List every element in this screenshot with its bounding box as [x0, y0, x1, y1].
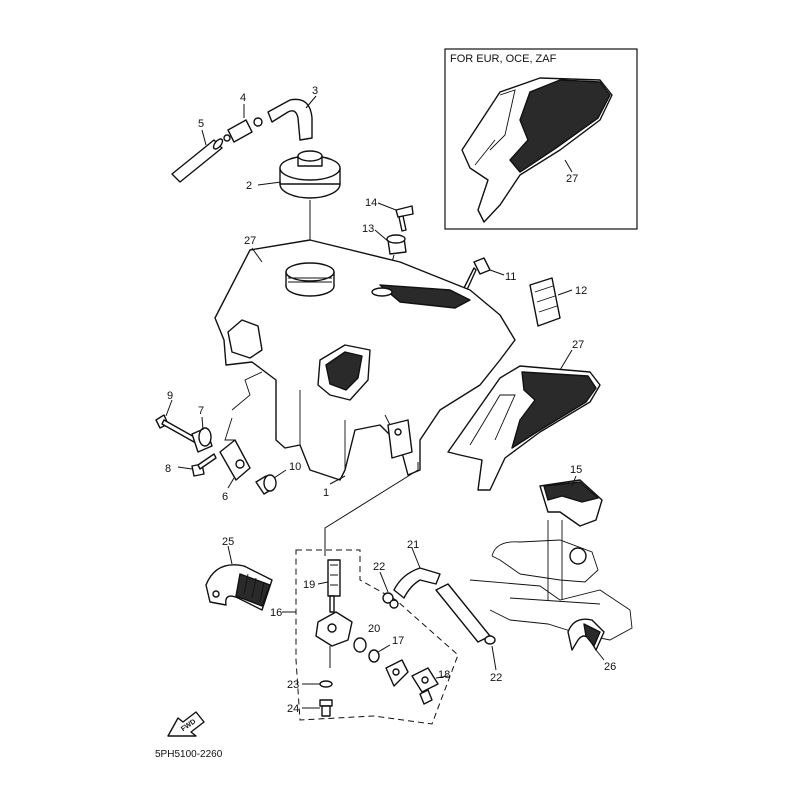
bracket-6 [219, 417, 251, 481]
fuel-tank-cap-2 [279, 150, 341, 199]
clamp-15 [539, 479, 603, 527]
callout-9: 9 [167, 390, 173, 402]
callout-25: 25 [222, 536, 234, 548]
fuel-cock-lever [385, 659, 409, 687]
callout-5: 5 [198, 118, 204, 130]
plate-18 [411, 667, 439, 705]
washer-23 [319, 680, 333, 688]
fuel-tank-1 [214, 239, 516, 481]
bolt-24 [319, 699, 333, 717]
callout-20: 20 [368, 623, 380, 635]
callout-13: 13 [362, 223, 374, 235]
callout-24: 24 [287, 703, 299, 715]
callout-22-upper: 22 [373, 561, 385, 573]
callout-12: 12 [575, 285, 587, 297]
elbow-hose-3 [267, 98, 313, 141]
check-valve-4 [223, 117, 263, 143]
callout-7: 7 [198, 405, 204, 417]
callout-11: 11 [505, 271, 516, 283]
fuel-hose-21 [393, 567, 491, 643]
frame-section [469, 520, 633, 641]
inset-region-panel: FOR EUR, OCE, ZAF 27 [444, 48, 638, 230]
hose-clip-22-lower [484, 635, 496, 645]
callout-19: 19 [303, 579, 315, 591]
bolt-8 [191, 453, 217, 477]
breather-hose-5 [171, 138, 224, 183]
callout-26: 26 [604, 661, 616, 673]
damper-12 [529, 277, 561, 327]
callout-23: 23 [287, 679, 299, 691]
callout-21: 21 [407, 539, 419, 551]
callout-22-lower: 22 [490, 672, 502, 684]
callout-18: 18 [438, 669, 450, 681]
callout-6: 6 [222, 491, 228, 503]
callout-1: 1 [323, 487, 329, 499]
inset-title: FOR EUR, OCE, ZAF [450, 53, 557, 65]
callout-27-tank: 27 [244, 235, 256, 247]
callout-3: 3 [312, 85, 318, 97]
cover-25 [205, 564, 273, 611]
screw-14 [395, 205, 414, 232]
inset-frame [444, 48, 638, 230]
gasket-17 [368, 649, 380, 663]
clamp-26 [567, 618, 605, 651]
bolt-9 [155, 414, 197, 443]
o-ring-20 [353, 637, 367, 653]
callout-14: 14 [365, 197, 377, 209]
fwd-arrow-icon: FWD [167, 711, 205, 737]
collar-13 [386, 234, 407, 255]
leader-27-inset [564, 159, 573, 173]
callout-27-inset: 27 [566, 173, 578, 185]
hose-clip-22-upper [382, 592, 399, 609]
fuel-cock-body [315, 595, 353, 668]
callout-8: 8 [165, 463, 171, 475]
callout-2: 2 [246, 180, 252, 192]
callout-15: 15 [570, 464, 582, 476]
damper-7 [191, 427, 213, 453]
collar-10 [255, 474, 277, 495]
callout-16: 16 [270, 607, 282, 619]
bolt-11 [462, 257, 491, 293]
callout-27-cover: 27 [572, 339, 584, 351]
callout-4: 4 [240, 92, 246, 104]
side-cover-27 [447, 365, 601, 491]
callout-17: 17 [392, 635, 404, 647]
fuel-filter-19 [327, 559, 341, 597]
inset-side-cover-shape [461, 77, 613, 223]
fuel-cock-assembly-outline [295, 549, 459, 725]
drawing-code: 5PH5100-2260 [155, 749, 223, 760]
callout-10: 10 [289, 461, 301, 473]
